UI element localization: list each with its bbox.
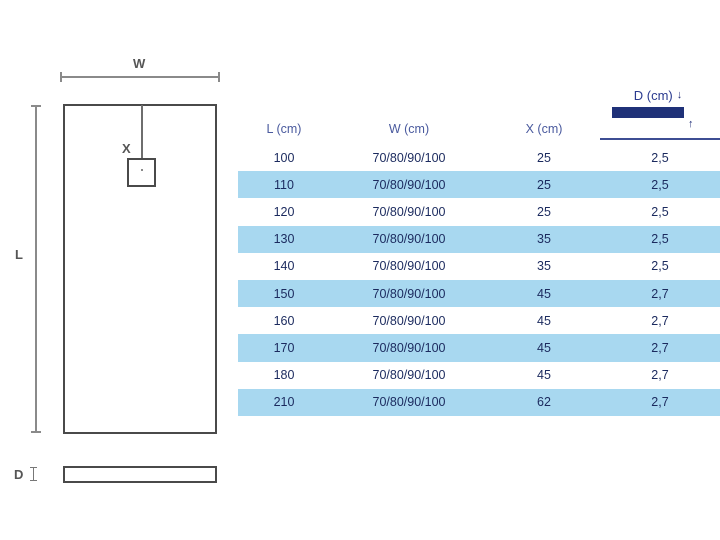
table-row: 120 70/80/90/100 25 2,5 [238, 198, 720, 225]
cell-x: 45 [488, 334, 600, 362]
table-row: 180 70/80/90/100 45 2,7 [238, 362, 720, 389]
cell-l: 100 [273, 150, 295, 165]
cell-l: 180 [273, 368, 295, 383]
cell-d: 2,5 [600, 171, 720, 199]
column-header-width: W (cm) [388, 122, 430, 136]
cell-x: 35 [537, 259, 551, 274]
width-dimension-label: W [133, 56, 146, 71]
cell-l: 110 [238, 171, 330, 199]
technical-drawing: W L X D [0, 0, 238, 540]
cell-w: 70/80/90/100 [372, 259, 446, 274]
cell-d: 2,5 [651, 259, 669, 274]
cell-x: 45 [537, 368, 551, 383]
cell-l: 170 [238, 334, 330, 362]
header-rule [600, 138, 720, 140]
length-dimension-label: L [15, 247, 24, 262]
depth-dimension-tick [30, 467, 37, 481]
cell-d: 2,7 [651, 368, 669, 383]
cell-d: 2,7 [651, 313, 669, 328]
cell-l: 210 [238, 388, 330, 416]
table-row: 140 70/80/90/100 35 2,5 [238, 253, 720, 280]
cell-w: 70/80/90/100 [372, 204, 446, 219]
depth-dimension-label: D [14, 467, 24, 482]
arrow-up-icon: ↑ [688, 118, 694, 130]
shower-tray-side-view [63, 466, 217, 483]
drain-offset-label: X [122, 141, 132, 156]
cell-x: 62 [488, 388, 600, 416]
cell-l: 140 [273, 259, 295, 274]
cell-w: 70/80/90/100 [330, 225, 488, 253]
depth-column-header-label: D (cm) [633, 88, 673, 103]
dimensions-table-area: D (cm) ↓ ↑ L (cm) W (cm) X (cm) 100 70/80… [238, 88, 720, 416]
cell-x: 45 [537, 313, 551, 328]
cell-w: 70/80/90/100 [372, 313, 446, 328]
cell-w: 70/80/90/100 [330, 388, 488, 416]
cell-d: 2,5 [651, 204, 669, 219]
cell-d: 2,5 [600, 225, 720, 253]
column-header-length: L (cm) [266, 122, 302, 136]
cell-w: 70/80/90/100 [330, 171, 488, 199]
cell-x: 45 [488, 279, 600, 308]
cell-l: 130 [238, 225, 330, 253]
drain-center-mark [141, 169, 143, 171]
depth-thickness-indicator: D (cm) ↓ ↑ [598, 88, 718, 138]
table-row: 160 70/80/90/100 45 2,7 [238, 307, 720, 334]
cell-w: 70/80/90/100 [330, 334, 488, 362]
column-header-drain: X (cm) [525, 122, 563, 136]
table-row: 100 70/80/90/100 25 2,5 [238, 144, 720, 171]
cell-w: 70/80/90/100 [372, 150, 446, 165]
width-dimension-line [60, 72, 220, 82]
length-dimension-line [31, 105, 41, 433]
table-header-row: L (cm) W (cm) X (cm) [238, 88, 720, 144]
cell-d: 2,7 [600, 388, 720, 416]
drain-square-icon [127, 158, 156, 187]
cell-w: 70/80/90/100 [330, 279, 488, 308]
thickness-bar-icon [612, 107, 684, 118]
cell-l: 120 [273, 204, 295, 219]
cell-d: 2,7 [600, 334, 720, 362]
cell-x: 25 [537, 204, 551, 219]
cell-d: 2,7 [600, 279, 720, 308]
cell-d: 2,5 [651, 150, 669, 165]
cell-l: 150 [238, 279, 330, 308]
arrow-down-icon: ↓ [676, 89, 683, 101]
cell-x: 35 [488, 225, 600, 253]
depth-header-row: D (cm) ↓ [598, 88, 718, 103]
shower-tray-plan-view [63, 104, 217, 434]
column-header-depth [600, 88, 720, 144]
cell-l: 160 [273, 313, 295, 328]
cell-x: 25 [537, 150, 551, 165]
table-head: L (cm) W (cm) X (cm) [238, 88, 720, 144]
cell-w: 70/80/90/100 [372, 368, 446, 383]
drain-leader-line [141, 105, 143, 167]
cell-x: 25 [488, 171, 600, 199]
